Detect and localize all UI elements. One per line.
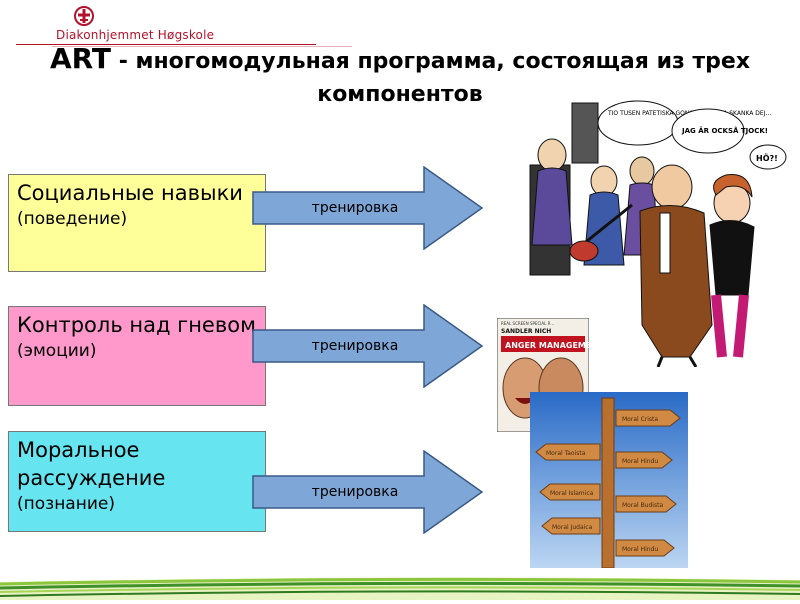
- sign-label: Moral Budista: [622, 502, 663, 509]
- training-arrow: тренировка: [252, 450, 484, 534]
- sign-label: Moral Hindu: [622, 546, 658, 553]
- component-box-anger: Контроль над гневом (эмоции): [8, 306, 266, 406]
- poster-title: ANGER MANAGEMENT: [505, 341, 589, 350]
- sign-label: Moral Judaica: [552, 524, 593, 531]
- cross-logo-icon: [74, 6, 94, 26]
- sign-label: Moral Taoista: [546, 450, 586, 457]
- component-subtitle: (познание): [17, 492, 257, 516]
- component-box-moral: Моральное рассуждение (познание): [8, 431, 266, 532]
- moral-signpost-image: Moral Crista Moral Taoista Moral Hindu M…: [530, 392, 688, 568]
- component-title: Контроль над гневом: [17, 311, 257, 339]
- component-box-social: Социальные навыки (поведение): [8, 174, 266, 272]
- footer-decoration: [0, 572, 800, 600]
- poster-names: SANDLER NICH: [501, 328, 551, 335]
- bubble-text: JAG ÄR OCKSÅ TJOCK!: [681, 126, 768, 135]
- logo-text: Diakonhjemmet Høgskole: [56, 28, 214, 42]
- arrow-label: тренировка: [280, 338, 430, 354]
- arrow-label: тренировка: [280, 200, 430, 216]
- component-subtitle: (поведение): [17, 207, 257, 231]
- title-acronym: ART: [50, 42, 111, 75]
- arrow-label: тренировка: [280, 484, 430, 500]
- sign-label: Moral Hindu: [622, 458, 658, 465]
- sign-label: Moral Islamica: [550, 490, 594, 497]
- component-title: Моральное рассуждение: [17, 436, 257, 492]
- component-title: Социальные навыки: [17, 179, 257, 207]
- sign-label: Moral Crista: [622, 416, 658, 423]
- component-subtitle: (эмоции): [17, 339, 257, 363]
- training-arrow: тренировка: [252, 304, 484, 388]
- training-arrow: тренировка: [252, 166, 484, 250]
- poster-top-text: REAL SCREEN SPECIAL R...: [501, 321, 554, 326]
- bubble-text: HÖ?!: [756, 153, 778, 163]
